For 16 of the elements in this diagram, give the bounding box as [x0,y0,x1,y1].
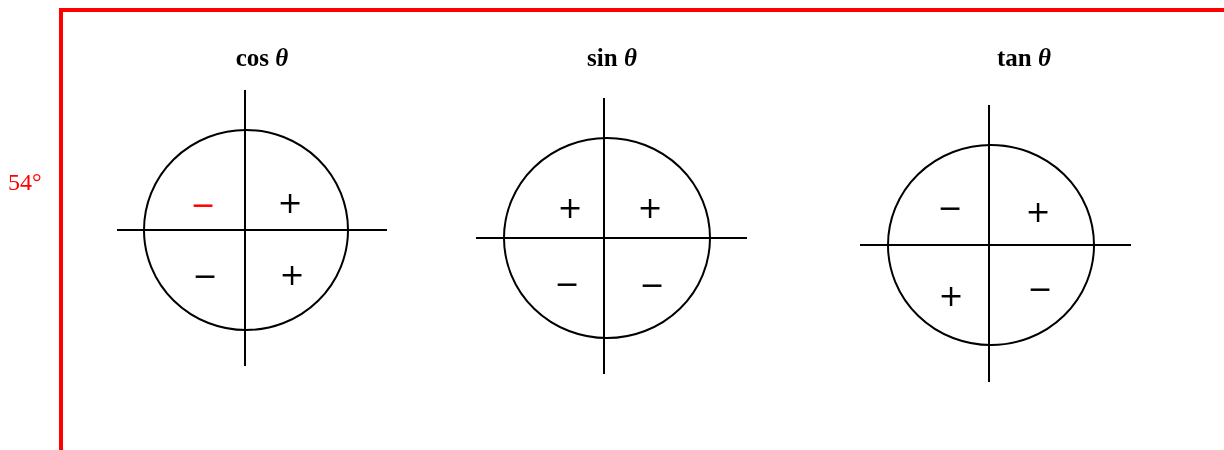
function-title: cos θ [235,45,289,70]
quadrant-sign: + [637,193,663,223]
quadrant-sign: − [554,269,580,299]
quadrant-sign: + [557,193,583,223]
function-title: tan θ [997,45,1051,70]
quadrant-sign: + [938,281,964,311]
quadrant-sign: − [192,261,218,291]
quadrant-sign: − [190,190,216,220]
quadrant-sign: − [937,193,963,223]
quadrant-sign: + [279,260,305,290]
angle-label: 54° [8,170,42,194]
function-title: sin θ [587,45,637,70]
quadrant-sign: − [639,270,665,300]
quadrant-sign: + [277,188,303,218]
quadrant-sign: + [1025,197,1051,227]
quadrant-sign: − [1027,274,1053,304]
